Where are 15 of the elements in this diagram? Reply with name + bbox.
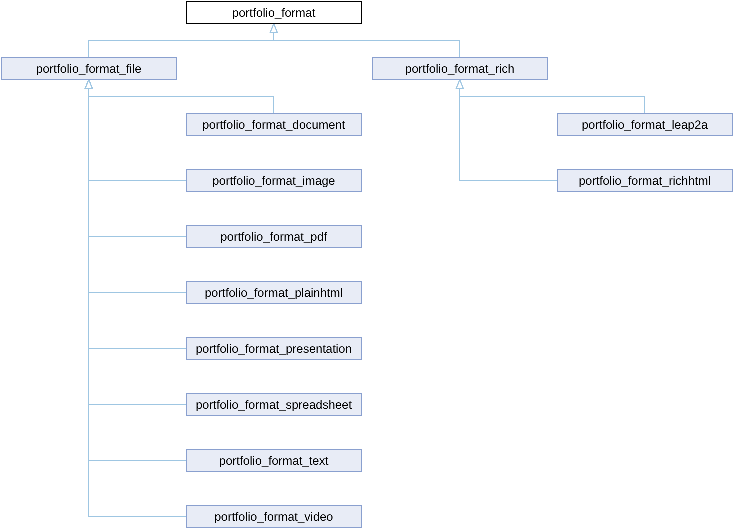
class-box: portfolio_format_plainhtml [186, 281, 362, 304]
class-box: portfolio_format_file [1, 57, 177, 80]
class-box: portfolio_format_video [186, 505, 362, 528]
inheritance-arrow [270, 23, 460, 58]
class-box: portfolio_format_text [186, 449, 362, 472]
class-box: portfolio_format_richhtml [557, 169, 733, 192]
class-box: portfolio_format_image [186, 169, 362, 192]
class-box: portfolio_format [186, 1, 362, 24]
class-box: portfolio_format_leap2a [557, 113, 733, 136]
inheritance-arrow [456, 79, 558, 181]
class-box: portfolio_format_document [186, 113, 362, 136]
class-box: portfolio_format_pdf [186, 225, 362, 248]
class-box: portfolio_format_rich [372, 57, 548, 80]
class-box: portfolio_format_spreadsheet [186, 393, 362, 416]
class-box: portfolio_format_presentation [186, 337, 362, 360]
